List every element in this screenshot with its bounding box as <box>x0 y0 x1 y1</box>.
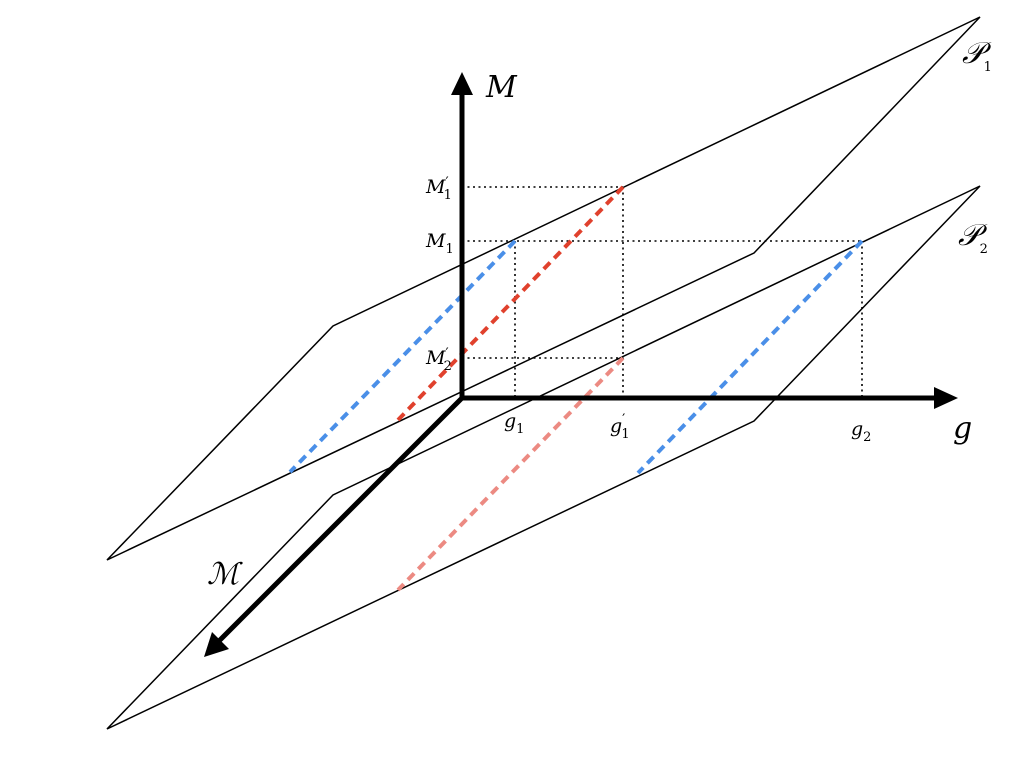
g-axis-arrowhead <box>934 387 958 409</box>
m-axis-label: M <box>485 70 518 105</box>
plane-p2-subscript: 2 <box>980 242 988 257</box>
tick-m1-prime-sup: ′ <box>445 175 448 191</box>
tick-m2-prime: M′2 <box>425 346 452 374</box>
tick-g1-prime-sub: 1 <box>621 427 629 442</box>
plane-p1-subscript: 1 <box>984 60 992 75</box>
level-lines <box>288 185 864 592</box>
script-m-axis <box>217 396 464 643</box>
tick-m1-prime-sub: 1 <box>444 188 452 203</box>
guide-lines <box>462 186 863 398</box>
blue-line-p2 <box>636 239 864 475</box>
axes <box>204 72 958 657</box>
tick-m2-prime-sub: 2 <box>444 359 452 374</box>
plane-p1 <box>106 16 981 561</box>
tick-m1: M1 <box>425 230 454 257</box>
tick-m2-prime-base: M <box>425 347 446 369</box>
m-axis-arrowhead <box>451 72 473 95</box>
g-axis-label: g <box>953 411 972 446</box>
plane-p2-label: 𝒫2 <box>958 218 988 257</box>
tick-g1-prime-base: g <box>610 415 622 437</box>
pink-line-p2 <box>396 356 625 592</box>
tick-g1-sub: 1 <box>516 422 524 437</box>
plane-p2 <box>106 185 981 730</box>
tick-g2-sub: 2 <box>863 430 871 445</box>
tick-m1-sub: 1 <box>445 242 453 257</box>
script-m-axis-label: ℳ <box>207 557 243 592</box>
tick-g1: g1 <box>504 410 524 437</box>
red-line-p1 <box>396 185 625 422</box>
tick-g1-base: g <box>504 410 516 432</box>
script-m-axis-arrowhead <box>204 632 229 657</box>
tick-g1-prime-sup: ′ <box>622 412 625 428</box>
plane-p1-label: 𝒫1 <box>962 36 992 75</box>
tick-g2-base: g <box>851 418 863 440</box>
tick-m1-base: M <box>425 230 446 252</box>
tick-m1-prime-base: M <box>425 176 446 198</box>
blue-line-p1 <box>288 239 517 474</box>
tick-g1-prime: g′1 <box>610 412 630 442</box>
tick-m1-prime: M′1 <box>425 175 452 203</box>
tick-g2: g2 <box>851 418 871 445</box>
tick-m2-prime-sup: ′ <box>445 346 448 362</box>
